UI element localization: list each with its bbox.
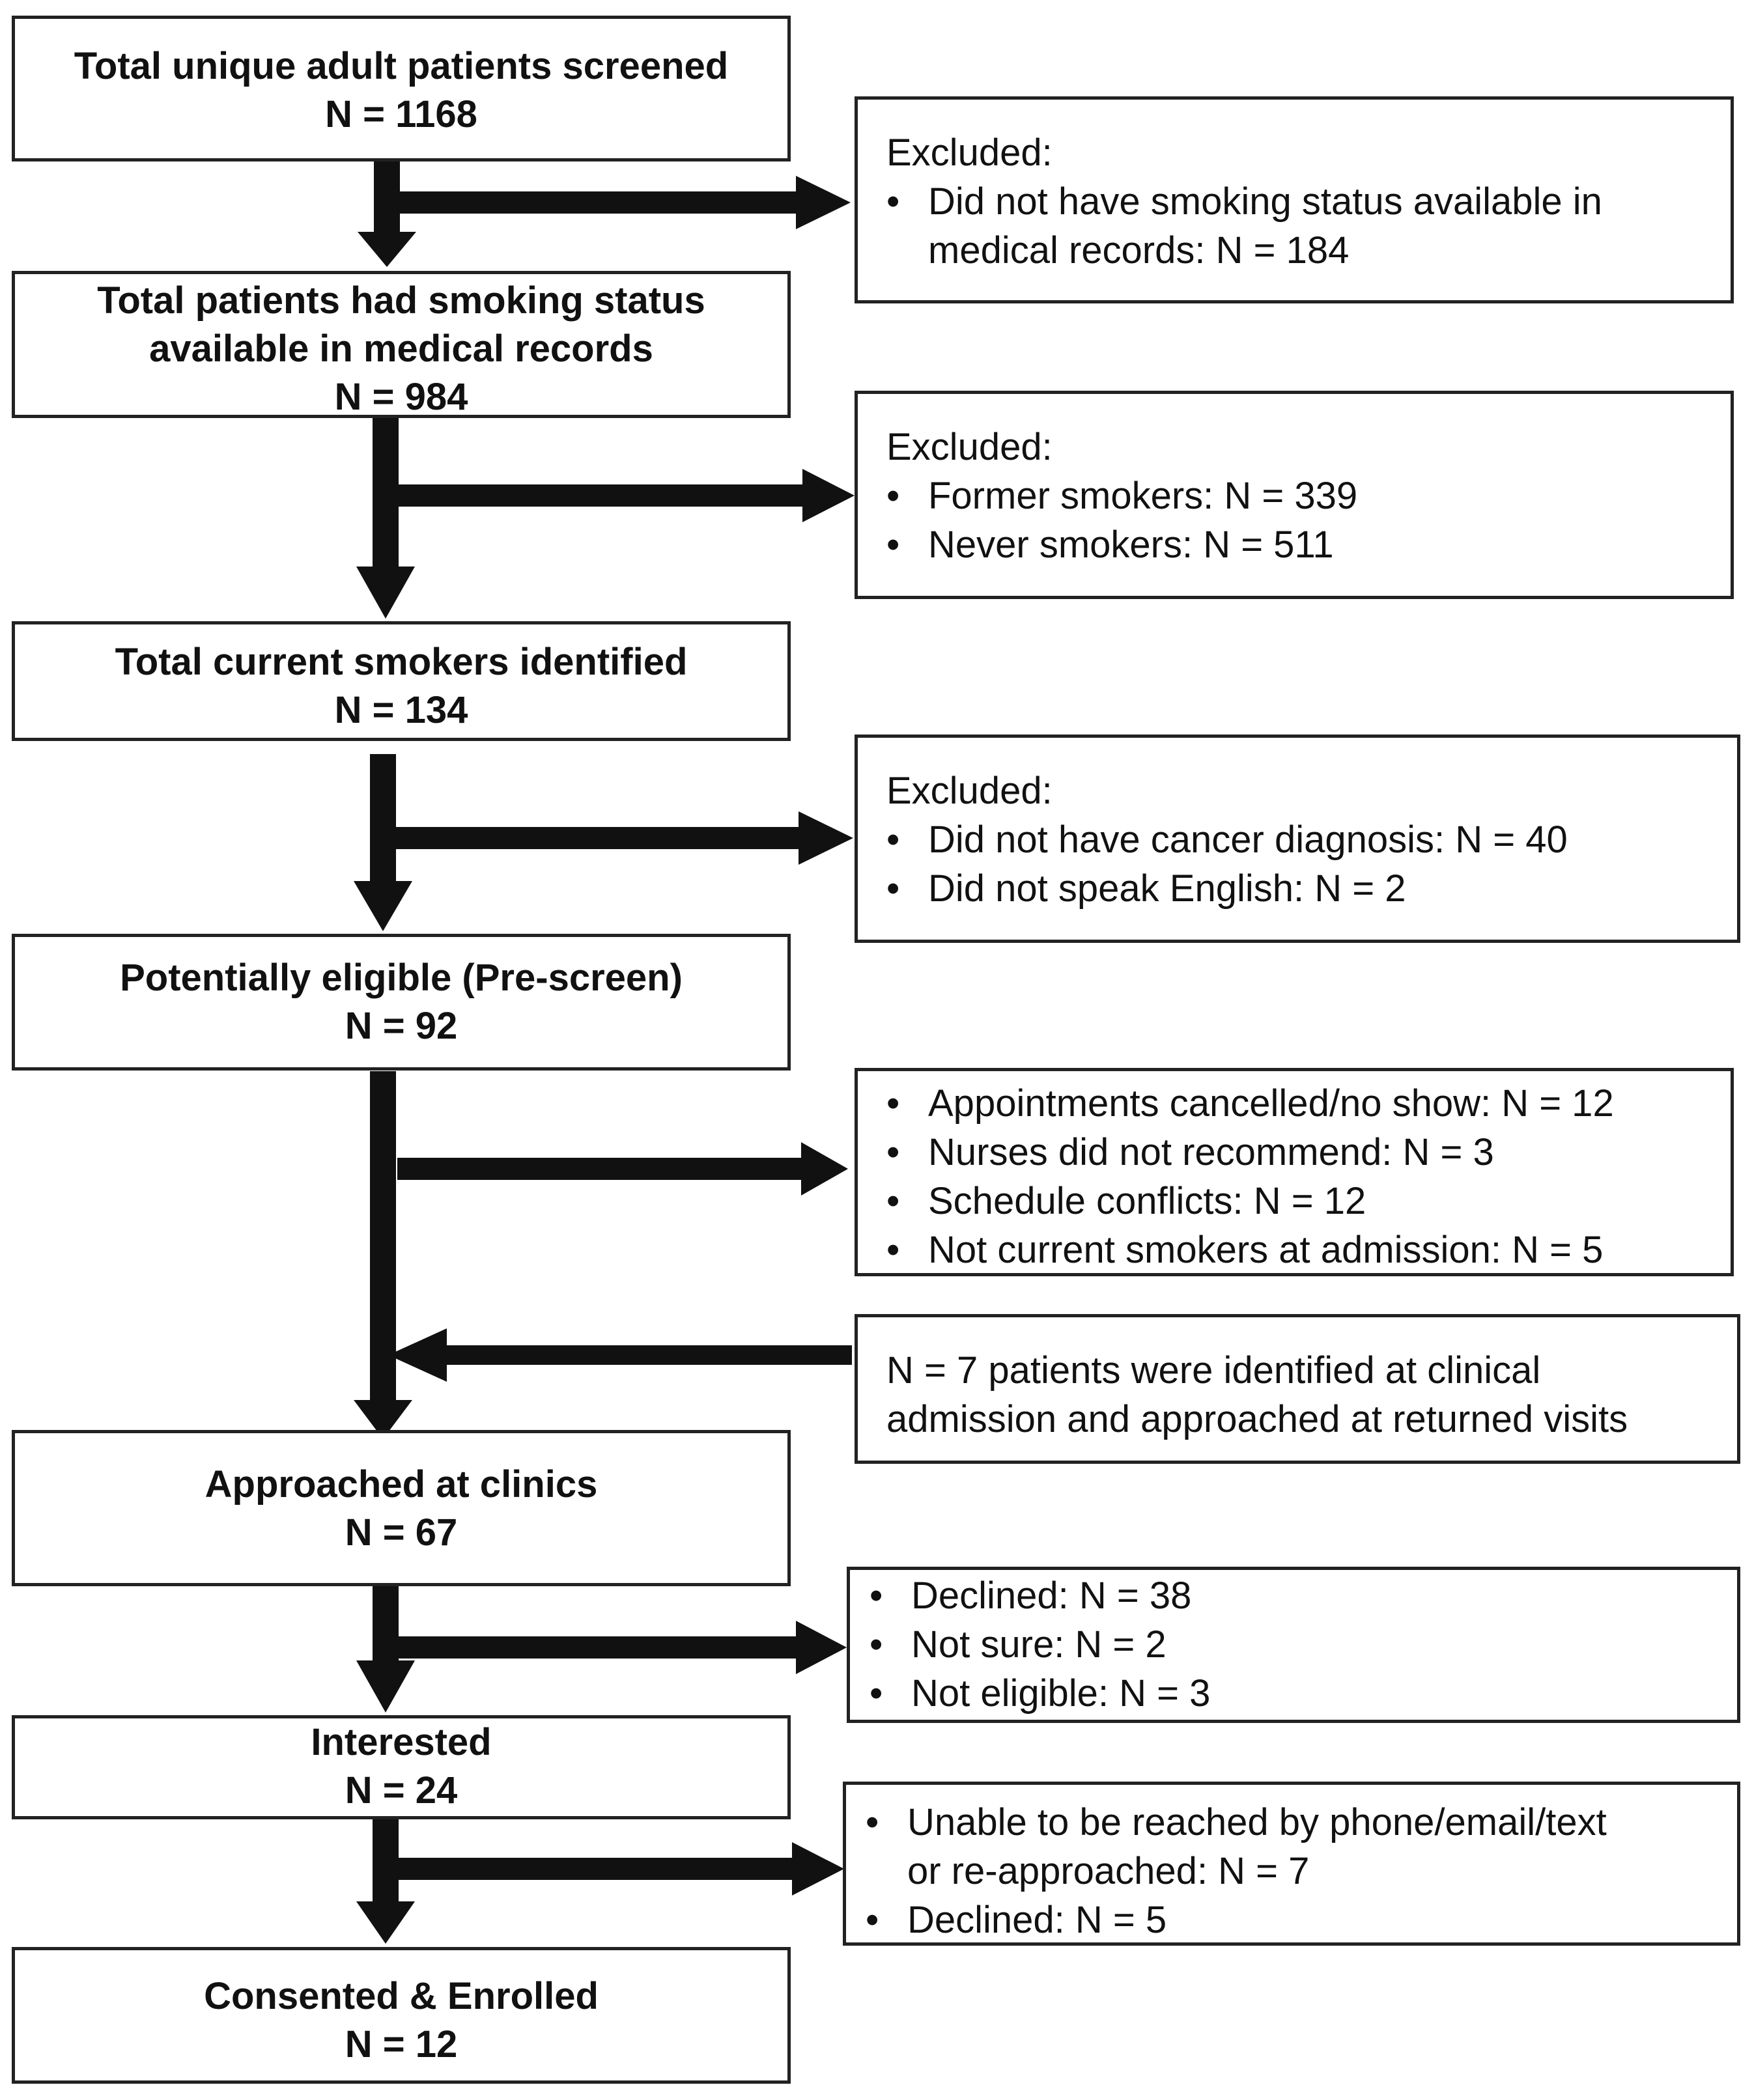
added-patients-line-2: admission and approached at returned vis… (886, 1398, 1628, 1440)
box-approached-title: Approached at clinics (205, 1463, 598, 1505)
vertical-connector-3 (370, 754, 396, 881)
exclusion-box-2-list: Former smokers: N = 339 Never smokers: N… (886, 471, 1718, 569)
exclusion-item: Former smokers: N = 339 (886, 471, 1718, 520)
exclusion-item-continuation: or re-approached: N = 7 (907, 1850, 1310, 1892)
box-smoking-status-title-2: available in medical records (149, 328, 653, 370)
box-screened-count: N = 1168 (325, 93, 477, 135)
exclusion-box-2-header: Excluded: (886, 426, 1053, 468)
exclusion-item: Unable to be reached by phone/email/text (866, 1798, 1724, 1847)
right-arrowhead-3 (799, 811, 853, 865)
exclusion-box-6-list: Unable to be reached by phone/email/text (866, 1798, 1724, 1847)
box-interested-title: Interested (311, 1721, 492, 1763)
box-smoking-status-count: N = 984 (334, 376, 468, 418)
exclusion-box-2: Excluded: Former smokers: N = 339 Never … (855, 391, 1734, 599)
exclusion-item: Schedule conflicts: N = 12 (886, 1177, 1718, 1225)
left-arrowhead (388, 1328, 447, 1382)
box-interested-count: N = 24 (345, 1769, 458, 1812)
exclusion-item: Not sure: N = 2 (870, 1620, 1724, 1669)
box-enrolled-title: Consented & Enrolled (204, 1975, 599, 2017)
box-screened: Total unique adult patients screened N =… (12, 16, 791, 161)
exclusion-item: Declined: N = 5 (866, 1896, 1724, 1944)
down-arrowhead-3 (354, 881, 412, 931)
right-arrowhead-4 (801, 1142, 848, 1196)
exclusion-item: Declined: N = 38 (870, 1571, 1724, 1620)
exclusion-box-3-list: Did not have cancer diagnosis: N = 40 Di… (886, 815, 1724, 913)
branch-connector-6 (386, 1858, 799, 1880)
branch-connector-2 (386, 484, 809, 507)
box-screened-title: Total unique adult patients screened (74, 45, 729, 87)
exclusion-item: Never smokers: N = 511 (886, 520, 1718, 569)
branch-connector-5 (386, 1636, 802, 1659)
exclusion-box-3: Excluded: Did not have cancer diagnosis:… (855, 735, 1740, 943)
exclusion-item-continuation: medical records: N = 184 (928, 229, 1350, 272)
box-approached: Approached at clinics N = 67 (12, 1430, 791, 1586)
exclusion-item: Nurses did not recommend: N = 3 (886, 1128, 1718, 1177)
down-arrowhead-2 (356, 567, 415, 619)
merge-connector (440, 1345, 852, 1365)
box-enrolled: Consented & Enrolled N = 12 (12, 1947, 791, 2084)
box-current-smokers: Total current smokers identified N = 134 (12, 621, 791, 741)
box-interested: Interested N = 24 (12, 1715, 791, 1819)
added-patients-line-1: N = 7 patients were identified at clinic… (886, 1349, 1541, 1392)
box-smoking-status-title-1: Total patients had smoking status (97, 279, 705, 322)
box-potentially-eligible-count: N = 92 (345, 1005, 458, 1047)
box-potentially-eligible-title: Potentially eligible (Pre-screen) (120, 957, 683, 999)
box-enrolled-count: N = 12 (345, 2023, 458, 2065)
exclusion-box-4-list: Appointments cancelled/no show: N = 12 N… (886, 1079, 1718, 1274)
down-arrowhead-5 (356, 1660, 415, 1713)
right-arrowhead-5 (796, 1621, 847, 1674)
exclusion-item: Did not have cancer diagnosis: N = 40 (886, 815, 1724, 864)
branch-connector-4 (397, 1158, 808, 1180)
exclusion-item: Did not have smoking status available in (886, 177, 1718, 226)
box-potentially-eligible: Potentially eligible (Pre-screen) N = 92 (12, 934, 791, 1071)
exclusion-box-6: Unable to be reached by phone/email/text… (843, 1782, 1740, 1946)
right-arrowhead-1 (796, 176, 851, 229)
box-approached-count: N = 67 (345, 1511, 458, 1554)
branch-connector-3 (383, 827, 805, 849)
down-arrowhead-4 (354, 1400, 412, 1439)
exclusion-box-3-header: Excluded: (886, 770, 1053, 812)
exclusion-box-1-list: Did not have smoking status available in (886, 177, 1718, 226)
exclusion-box-5: Declined: N = 38 Not sure: N = 2 Not eli… (847, 1567, 1740, 1723)
exclusion-item: Did not speak English: N = 2 (886, 864, 1724, 913)
down-arrowhead-1 (358, 232, 416, 267)
exclusion-box-6-list-more: Declined: N = 5 (866, 1896, 1724, 1944)
exclusion-box-1: Excluded: Did not have smoking status av… (855, 96, 1734, 303)
exclusion-item: Not current smokers at admission: N = 5 (886, 1225, 1718, 1274)
exclusion-item: Not eligible: N = 3 (870, 1669, 1724, 1718)
exclusion-box-1-header: Excluded: (886, 132, 1053, 174)
added-patients-box: N = 7 patients were identified at clinic… (855, 1314, 1740, 1464)
exclusion-box-5-list: Declined: N = 38 Not sure: N = 2 Not eli… (870, 1571, 1724, 1718)
right-arrowhead-2 (802, 469, 855, 522)
box-smoking-status: Total patients had smoking status availa… (12, 271, 791, 418)
exclusion-item: Appointments cancelled/no show: N = 12 (886, 1079, 1718, 1128)
box-current-smokers-count: N = 134 (334, 689, 468, 731)
branch-connector-1 (387, 191, 804, 214)
right-arrowhead-6 (792, 1842, 844, 1896)
box-current-smokers-title: Total current smokers identified (115, 641, 688, 683)
exclusion-box-4: Appointments cancelled/no show: N = 12 N… (855, 1068, 1734, 1276)
vertical-connector-4 (370, 1071, 396, 1400)
vertical-connector-6 (373, 1812, 399, 1901)
down-arrowhead-6 (356, 1901, 415, 1944)
